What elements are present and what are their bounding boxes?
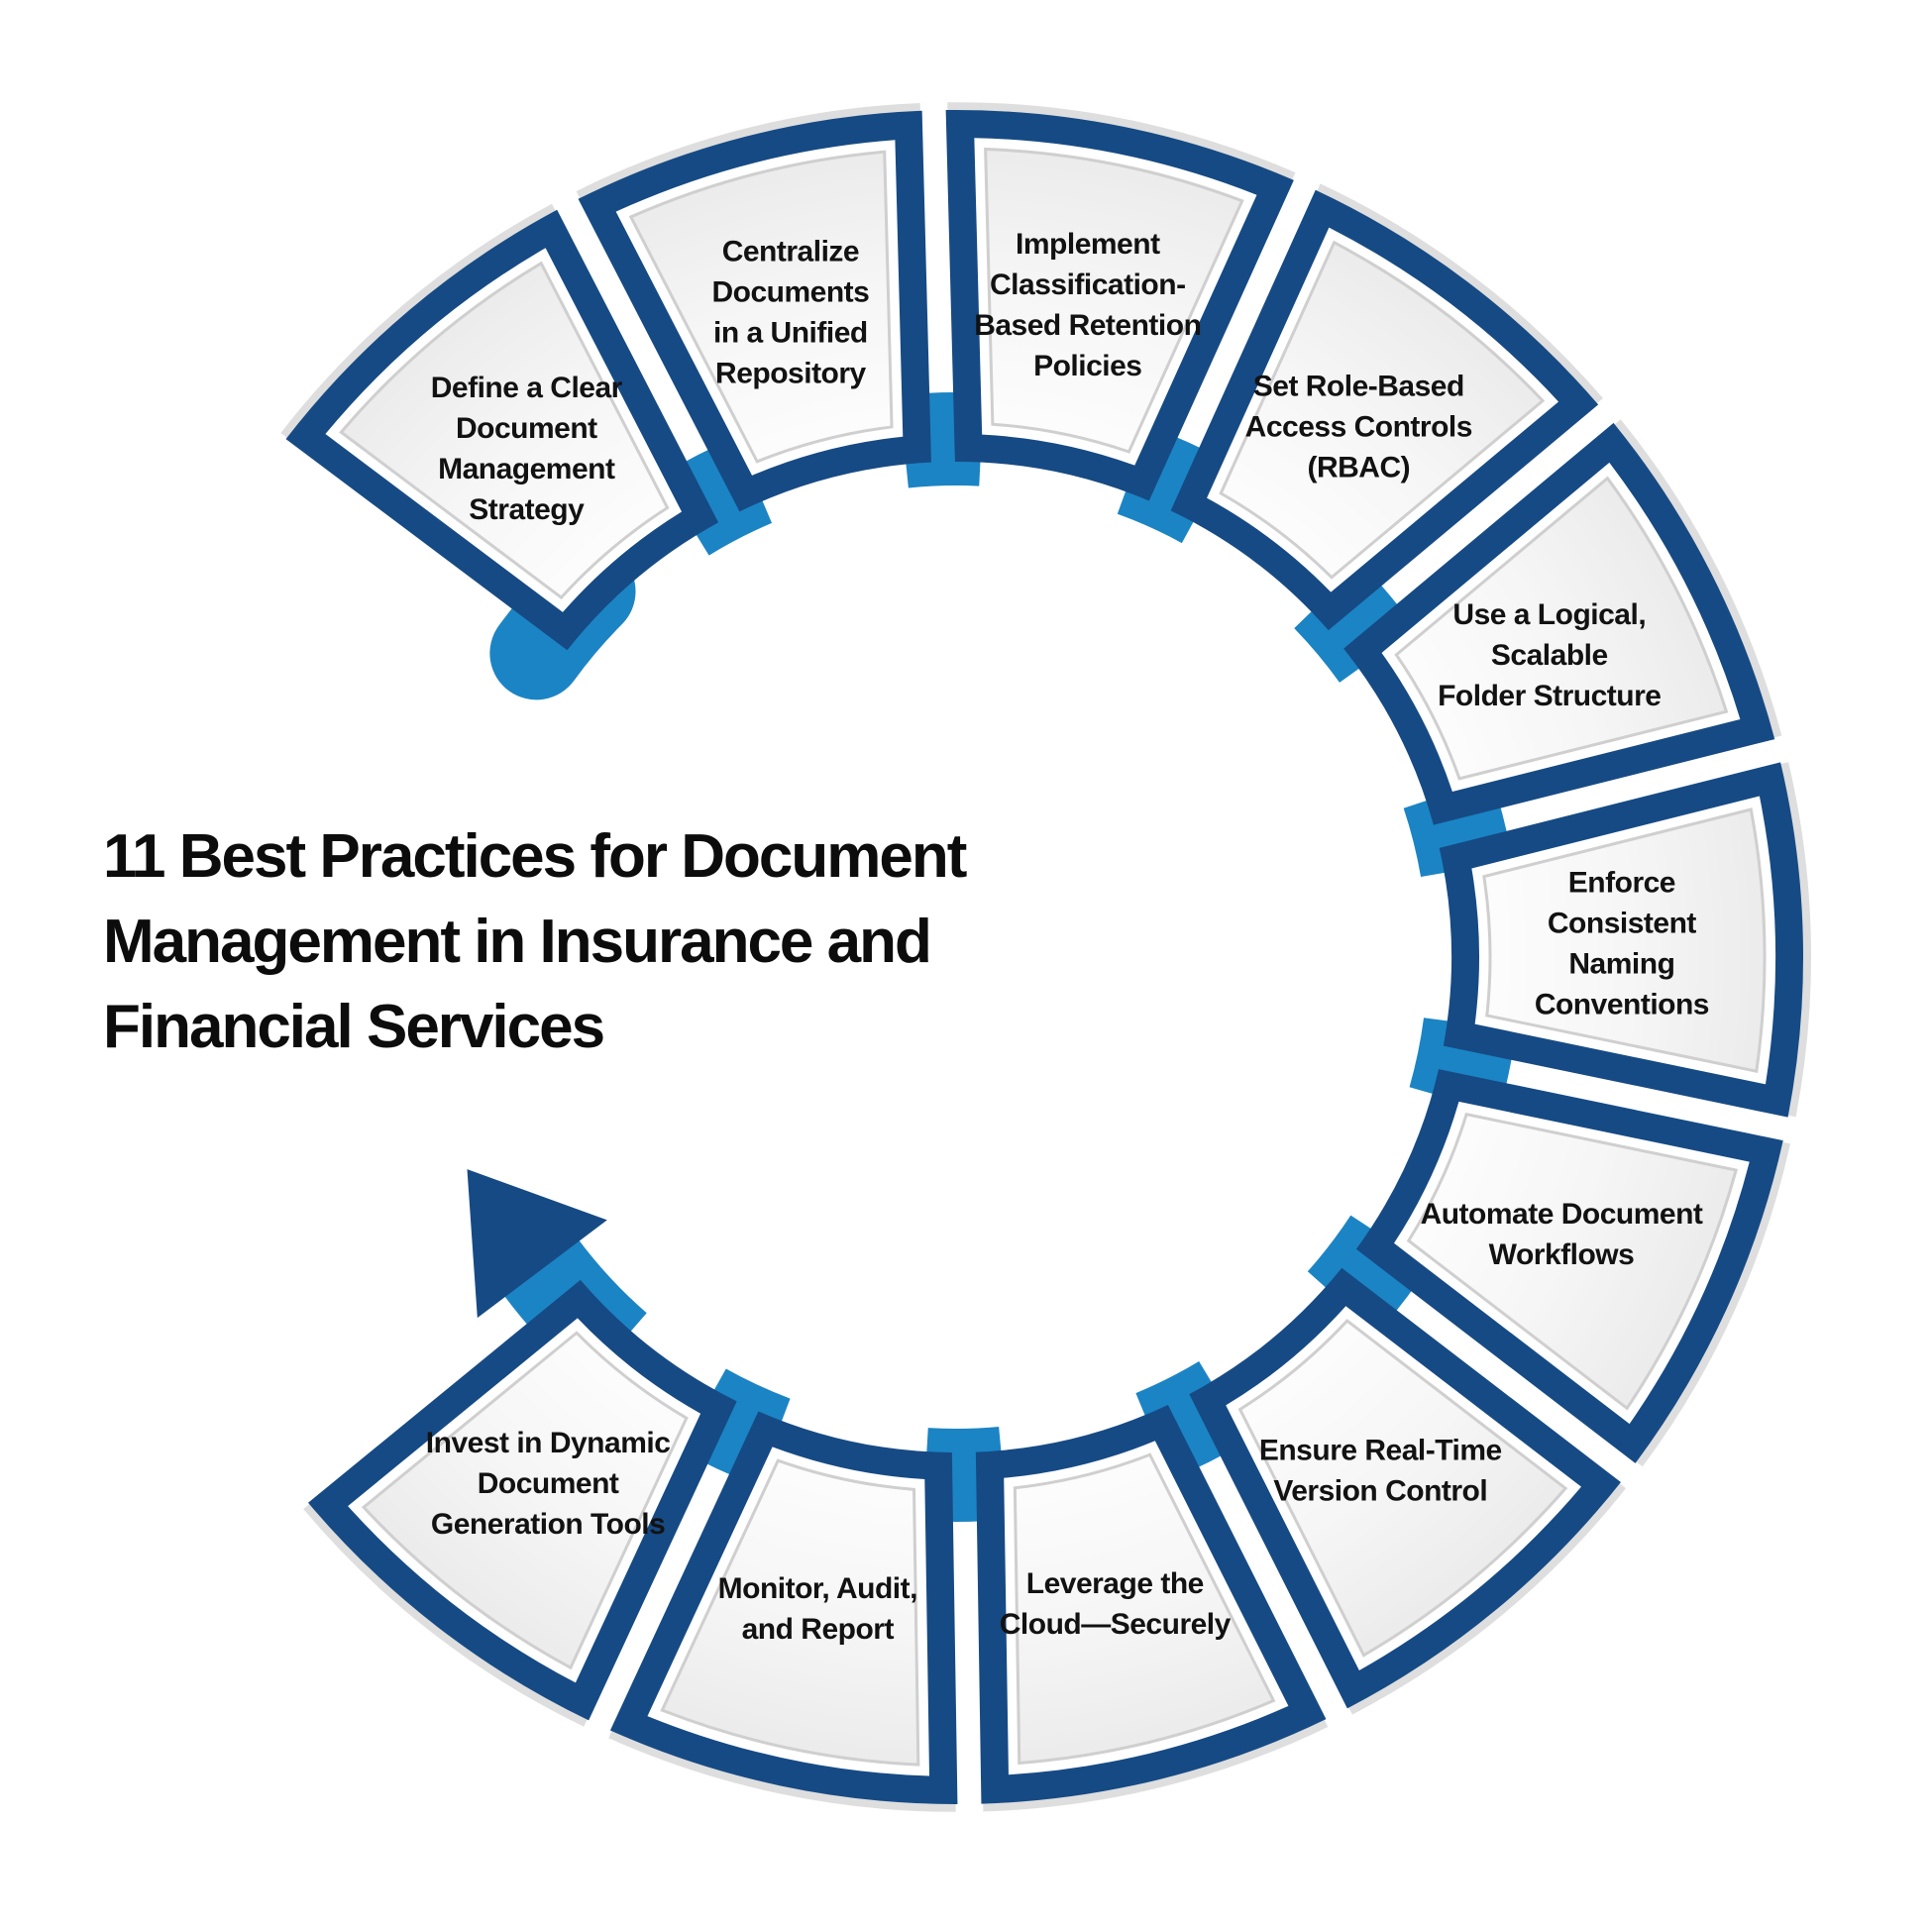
segment-panel [1237,1319,1568,1658]
segment-label-line: Based Retention [974,308,1201,341]
segment-panel [1394,476,1729,781]
segment-label-line: Workflows [1489,1238,1635,1271]
segment-label-line: Automate Document [1421,1198,1703,1231]
segment-label-line: Policies [1033,349,1141,381]
segment-panel [660,1458,920,1767]
segment-panel [339,261,670,600]
segment-label-line: Documents [711,275,869,308]
segment-label-line: Use a Logical, [1452,597,1646,630]
segment-wedge: Monitor, Audit, and Report [608,1411,958,1812]
segment-label-line: Set Role-Based [1253,370,1464,402]
title-line-1: 11 Best Practices for Document [103,822,967,891]
segment-label-line: Document [456,412,597,445]
segment-panel [628,150,894,464]
segment-label-line: Consistent [1548,907,1697,939]
segment-label-line: Ensure Real-Time [1259,1434,1502,1466]
segment-label-line: Version Control [1273,1474,1487,1507]
segment-label-line: Leverage the [1026,1567,1204,1600]
segment-label-line: Repository [715,357,867,389]
segment-label-line: Document [478,1467,619,1500]
segment-label-line: Monitor, Audit, [718,1571,917,1604]
segment-label-line: Generation Tools [431,1508,665,1541]
segment-label-line: Management [438,453,615,485]
segment-panel [1013,1452,1276,1766]
segment-label-line: Classification- [990,268,1186,300]
segment-label-line: Invest in Dynamic [426,1427,671,1459]
segment-label-line: Folder Structure [1438,679,1661,711]
segment-panel [1482,807,1767,1074]
segment-panel [361,1331,689,1670]
segment-panel [984,147,1244,454]
segment-label-line: Naming [1568,947,1674,980]
segment-label-line: (RBAC) [1307,451,1410,483]
segment-label-line: Strategy [469,493,585,526]
segment-panel [1219,240,1546,580]
flow-arrowhead-icon [467,1169,607,1319]
segment-label-line: Cloud—Securely [1000,1608,1232,1641]
segment-label-line: Define a Clear [431,372,623,404]
segment-label-line: in a Unified [713,316,868,349]
segment-label-line: Access Controls [1245,410,1472,443]
segment-label-line: Implement [1016,227,1160,260]
segment-label-line: Enforce [1568,866,1675,899]
title-line-2: Management in Insurance and [103,908,932,976]
segment-panel [1406,1112,1739,1411]
segment-label-line: Centralize [722,235,859,268]
segment-label: Monitor, Audit, and Report [718,1571,917,1645]
title-line-3: Financial Services [103,993,605,1061]
segment-label-line: Scalable [1491,638,1608,671]
diagram-title: 11 Best Practices for Document Managemen… [103,814,1015,1070]
segment-label-line: and Report [742,1612,895,1645]
segment-label-line: Conventions [1535,988,1709,1020]
